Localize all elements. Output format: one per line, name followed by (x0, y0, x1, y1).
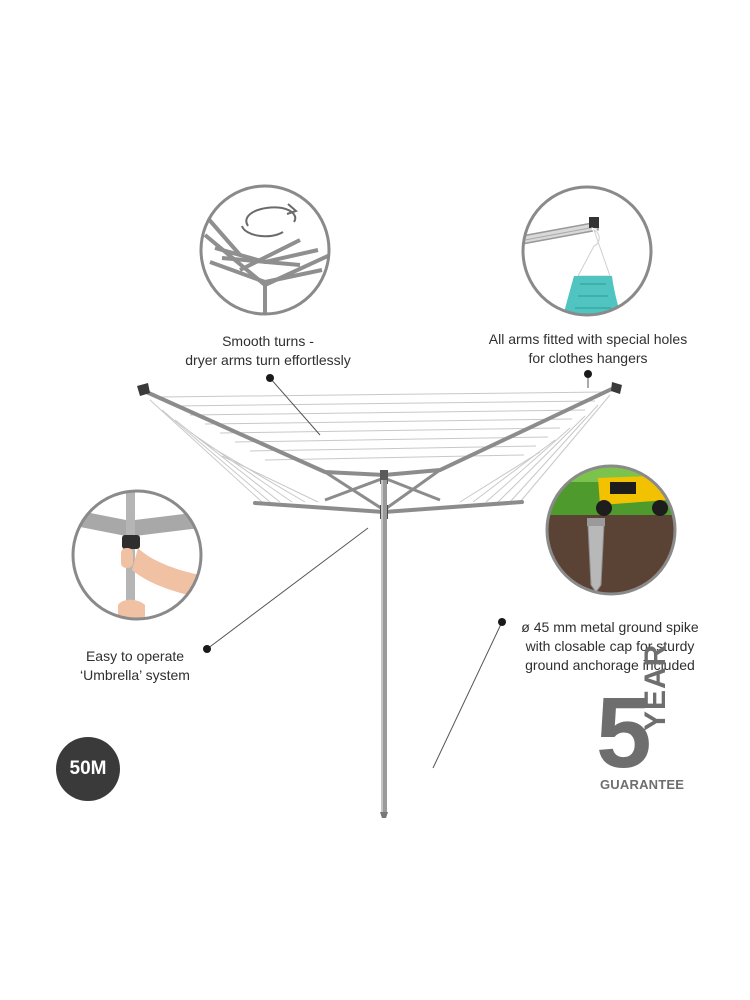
guarantee-label: GUARANTEE (600, 777, 685, 792)
lawn-mower-icon (596, 476, 668, 516)
detail-circle-rotation (199, 184, 331, 316)
callout-ground-spike (432, 618, 506, 769)
towel (562, 276, 622, 315)
caption-hanger-holes-line1: All arms fitted with special holes (488, 331, 688, 347)
guarantee-number: 5 (596, 677, 652, 789)
guarantee-year: YEAR (639, 643, 672, 731)
rotary-dryer (137, 382, 622, 818)
caption-smooth-turns-line1: Smooth turns - (222, 333, 314, 349)
caption-smooth-turns-line2: dryer arms turn effortlessly (185, 352, 351, 368)
hanger-icon (575, 227, 613, 278)
caption-ground-spike-line3: ground anchorage included (525, 657, 695, 673)
callout-smooth-turns (266, 374, 321, 436)
caption-ground-spike-line2: with closable cap for sturdy (525, 638, 695, 654)
caption-hanger-holes: All arms fitted with special holes for c… (478, 330, 698, 368)
caption-umbrella: Easy to operate ‘Umbrella’ system (65, 647, 205, 685)
caption-umbrella-line1: Easy to operate (85, 648, 185, 664)
callout-hanger-holes (584, 370, 592, 388)
dryer-pole (381, 480, 387, 813)
guarantee-logo: 5 YEAR GUARANTEE (596, 644, 685, 795)
detail-circle-hanger (521, 185, 653, 317)
caption-ground-spike-line1: ø 45 mm metal ground spike (521, 619, 699, 635)
capacity-badge: 50M (56, 737, 120, 801)
rotating-frame-icon (203, 213, 329, 314)
detail-circle-ground-spike (545, 464, 677, 596)
caption-umbrella-line2: ‘Umbrella’ system (80, 667, 190, 683)
caption-hanger-holes-line2: for clothes hangers (528, 350, 648, 366)
ground-spike-icon (587, 518, 605, 593)
callout-umbrella (203, 527, 369, 653)
detail-circle-umbrella (71, 489, 203, 621)
caption-smooth-turns: Smooth turns - dryer arms turn effortles… (168, 332, 368, 370)
rotate-arrows-icon (241, 203, 298, 238)
caption-ground-spike: ø 45 mm metal ground spike with closable… (510, 618, 710, 675)
